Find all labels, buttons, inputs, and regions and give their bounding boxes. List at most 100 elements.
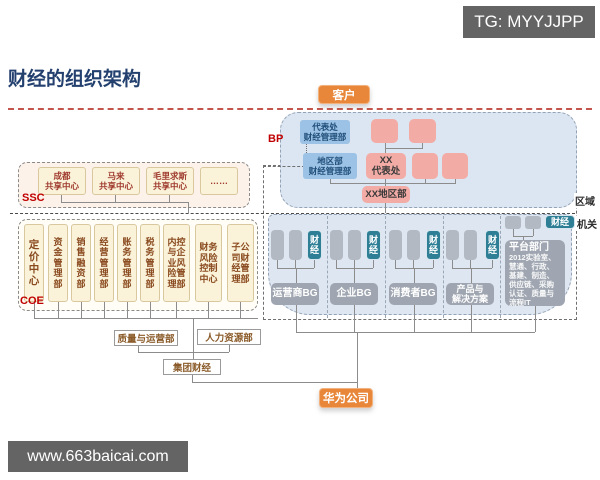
connector	[395, 260, 396, 268]
connector	[330, 179, 331, 183]
connector	[470, 260, 471, 268]
connector	[138, 352, 229, 353]
platform-dept-title: 平台部门	[509, 242, 549, 253]
connector	[433, 260, 434, 268]
customer-box: 客户	[318, 85, 370, 104]
region-placeholder-box	[412, 153, 438, 179]
ssc-center-box: 成都 共享中心	[38, 167, 86, 195]
connector	[115, 195, 116, 202]
region-tag: 区域	[574, 193, 596, 208]
connector	[471, 268, 472, 283]
org-bar	[348, 230, 361, 260]
connector	[192, 375, 193, 382]
coe-dept-box: 经 营 管 理 部	[94, 224, 114, 302]
connector	[492, 260, 493, 268]
connector	[192, 382, 357, 383]
hq-region-top-stub	[263, 166, 305, 167]
org-bar	[446, 230, 459, 260]
connector	[354, 268, 355, 283]
connector	[533, 229, 534, 236]
products-solutions-box: 产品与 解决方案	[446, 283, 494, 305]
connector	[229, 345, 230, 352]
connector	[127, 302, 128, 318]
connector	[34, 318, 258, 319]
ssc-label: SSC	[22, 192, 45, 204]
coe-dept-box: 内控 与企 业风 险管 理部	[163, 224, 190, 302]
org-bar	[505, 216, 521, 229]
group-separator	[327, 216, 328, 318]
connector	[452, 260, 453, 268]
connector	[138, 346, 139, 352]
region-placeholder-box	[442, 153, 468, 179]
carrier-bg-box: 运营商BG	[271, 283, 319, 305]
quality-operations-box: 质量与运营部	[114, 330, 178, 346]
org-bar	[289, 230, 302, 260]
org-bar	[389, 230, 402, 260]
ssc-ellipsis-box: ……	[200, 167, 238, 195]
connector	[61, 195, 62, 202]
finance-tag: 财 经	[307, 230, 322, 260]
consumer-bg-box: 消费者BG	[389, 283, 437, 305]
org-bar	[525, 216, 541, 229]
connector	[336, 260, 337, 268]
connector	[295, 260, 296, 268]
finance-tag: 财 经	[366, 230, 381, 260]
org-bar	[407, 230, 420, 260]
rep-office-finance-box: 代表处 财经管理部	[300, 120, 350, 144]
group-separator	[443, 216, 444, 318]
page-title: 财经的组织架构	[8, 69, 142, 90]
connector	[296, 305, 297, 332]
connector	[513, 229, 514, 236]
coe-dept-box: 账 务 管 理 部	[117, 224, 137, 302]
connector	[523, 236, 524, 240]
connector	[330, 183, 456, 184]
connector	[296, 268, 297, 283]
connector	[188, 202, 189, 213]
connector	[193, 318, 194, 359]
connector	[208, 302, 209, 318]
red-divider-line	[8, 108, 592, 110]
hr-box: 人力资源部	[197, 329, 261, 345]
finance-tag: 财 经	[485, 230, 500, 260]
connector	[61, 202, 189, 203]
org-bar	[271, 230, 284, 260]
huawei-company-box: 华为公司	[319, 388, 373, 408]
connector	[34, 302, 35, 318]
connector	[471, 305, 472, 332]
watermark-top: TG: MYYJJPP	[463, 6, 595, 38]
org-bar	[464, 230, 477, 260]
finance-tag: 财经	[545, 215, 575, 229]
connector	[385, 148, 423, 149]
connector	[354, 260, 355, 268]
group-finance-box: 集团财经	[163, 359, 221, 375]
connector	[150, 302, 151, 318]
connector	[240, 302, 241, 318]
enterprise-bg-box: 企业BG	[330, 283, 378, 305]
connector	[385, 179, 386, 186]
watermark-bottom: www.663baicai.com	[8, 441, 188, 472]
region-office-finance-box: 地区部 财经管理部	[303, 153, 357, 179]
platform-dept-detail: 2012实验室、 慧通、行政、 基建、制造、 供应链、采购 认证、质量与 流程I…	[509, 253, 556, 307]
org-bar	[330, 230, 343, 260]
connector	[58, 302, 59, 318]
rep-office-placeholder-box	[371, 119, 398, 143]
connector	[385, 203, 386, 213]
xx-region-box: XX地区部	[362, 186, 410, 203]
connector	[169, 195, 170, 202]
connector	[296, 332, 535, 333]
connector	[414, 268, 415, 283]
coe-label: COE	[20, 295, 44, 307]
coe-dept-box: 财务 风险 控制 中心	[195, 224, 222, 302]
ssc-center-box: 马来 共享中心	[92, 167, 140, 195]
connector	[357, 332, 358, 388]
bp-label: BP	[268, 133, 284, 145]
coe-dept-box: 资 金 管 理 部	[48, 224, 68, 302]
ssc-center-box: 毛里求斯 共享中心	[146, 167, 194, 195]
connector	[535, 306, 536, 332]
connector	[425, 179, 426, 183]
connector	[373, 260, 374, 268]
connector	[452, 268, 492, 269]
connector	[277, 268, 314, 269]
connector	[176, 302, 177, 318]
